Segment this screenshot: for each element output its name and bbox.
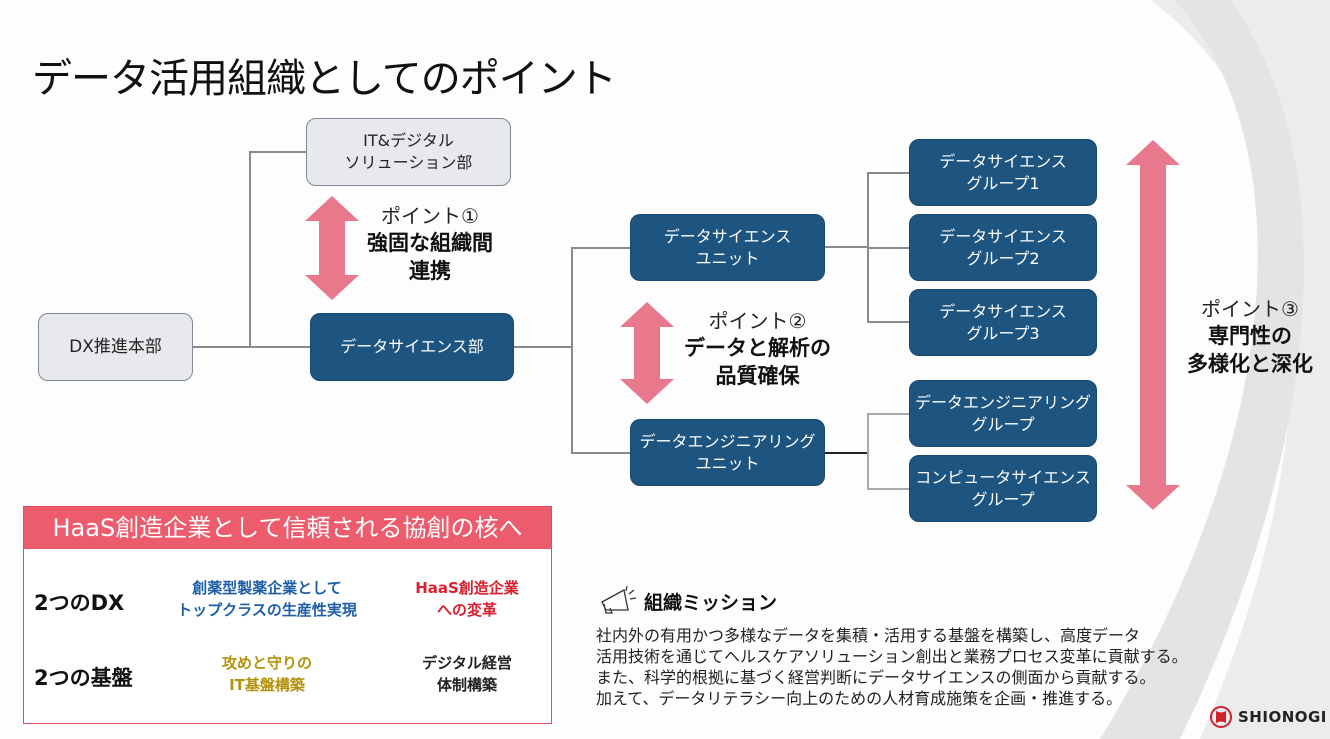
mission-text: 社内外の有用かつ多様なデータを集積・活用する基盤を構築し、高度データ 活用技術を… (596, 626, 1188, 708)
haas-header: HaaS創造企業として信頼される協創の核へ (24, 507, 551, 549)
shionogi-logo-icon (1210, 706, 1232, 728)
data-engineering-unit-box: データエンジニアリング ユニット (630, 419, 825, 486)
ds-group2-box: データサイエンス グループ2 (909, 214, 1097, 281)
ds-group1-box: データサイエンス グループ1 (909, 139, 1097, 206)
point2-label: ポイント② (708, 309, 807, 333)
point3-label: ポイント③ (1201, 297, 1299, 321)
point1-title: 強固な組織間 連携 (367, 231, 493, 283)
point3-title: 専門性の 多様化と深化 (1187, 324, 1313, 376)
it-digital-solution-box: IT&デジタル ソリューション部 (306, 118, 511, 186)
point1-label: ポイント① (381, 204, 479, 228)
double-arrow-icon-point3 (1126, 140, 1180, 510)
haas-dx-cell-productivity: 創薬型製薬企業として トップクラスの生産性実現 (177, 579, 357, 619)
double-arrow-icon-point1 (305, 196, 359, 300)
dx-hq-box: DX推進本部 (38, 313, 193, 381)
mission-title: 組織ミッション (644, 591, 778, 614)
ds-group3-box: データサイエンス グループ3 (909, 289, 1097, 356)
haas-infra-cell-digital-mgmt: デジタル経営 体制構築 (422, 654, 512, 694)
de-group-box: データエンジニアリング グループ (909, 380, 1097, 447)
mission-heading: 組織ミッション (598, 586, 777, 616)
data-science-dept-box: データサイエンス部 (310, 313, 514, 381)
point3-callout: ポイント③ 専門性の 多様化と深化 (1170, 296, 1330, 378)
slide-title: データ活用組織としてのポイント (32, 56, 617, 102)
double-arrow-icon-point2 (620, 302, 674, 404)
point2-callout: ポイント② データと解析の 品質確保 (670, 308, 845, 390)
data-science-unit-box: データサイエンス ユニット (630, 214, 825, 281)
haas-row-label-dx: 2つのDX (34, 591, 125, 615)
point2-title: データと解析の 品質確保 (684, 336, 831, 388)
haas-infra-cell-it: 攻めと守りの IT基盤構築 (221, 654, 312, 694)
haas-vision-panel: HaaS創造企業として信頼される協創の核へ 2つのDX 創薬型製薬企業として ト… (23, 506, 552, 724)
megaphone-icon (601, 586, 637, 614)
shionogi-logo: SHIONOGI (1210, 706, 1327, 728)
haas-row-label-infra: 2つの基盤 (34, 666, 133, 690)
cs-group-box: コンピュータサイエンス グループ (909, 455, 1097, 522)
shionogi-logo-text: SHIONOGI (1238, 708, 1327, 726)
point1-callout: ポイント① 強固な組織間 連携 (350, 203, 510, 285)
haas-dx-cell-transformation: HaaS創造企業 への変革 (415, 579, 519, 619)
